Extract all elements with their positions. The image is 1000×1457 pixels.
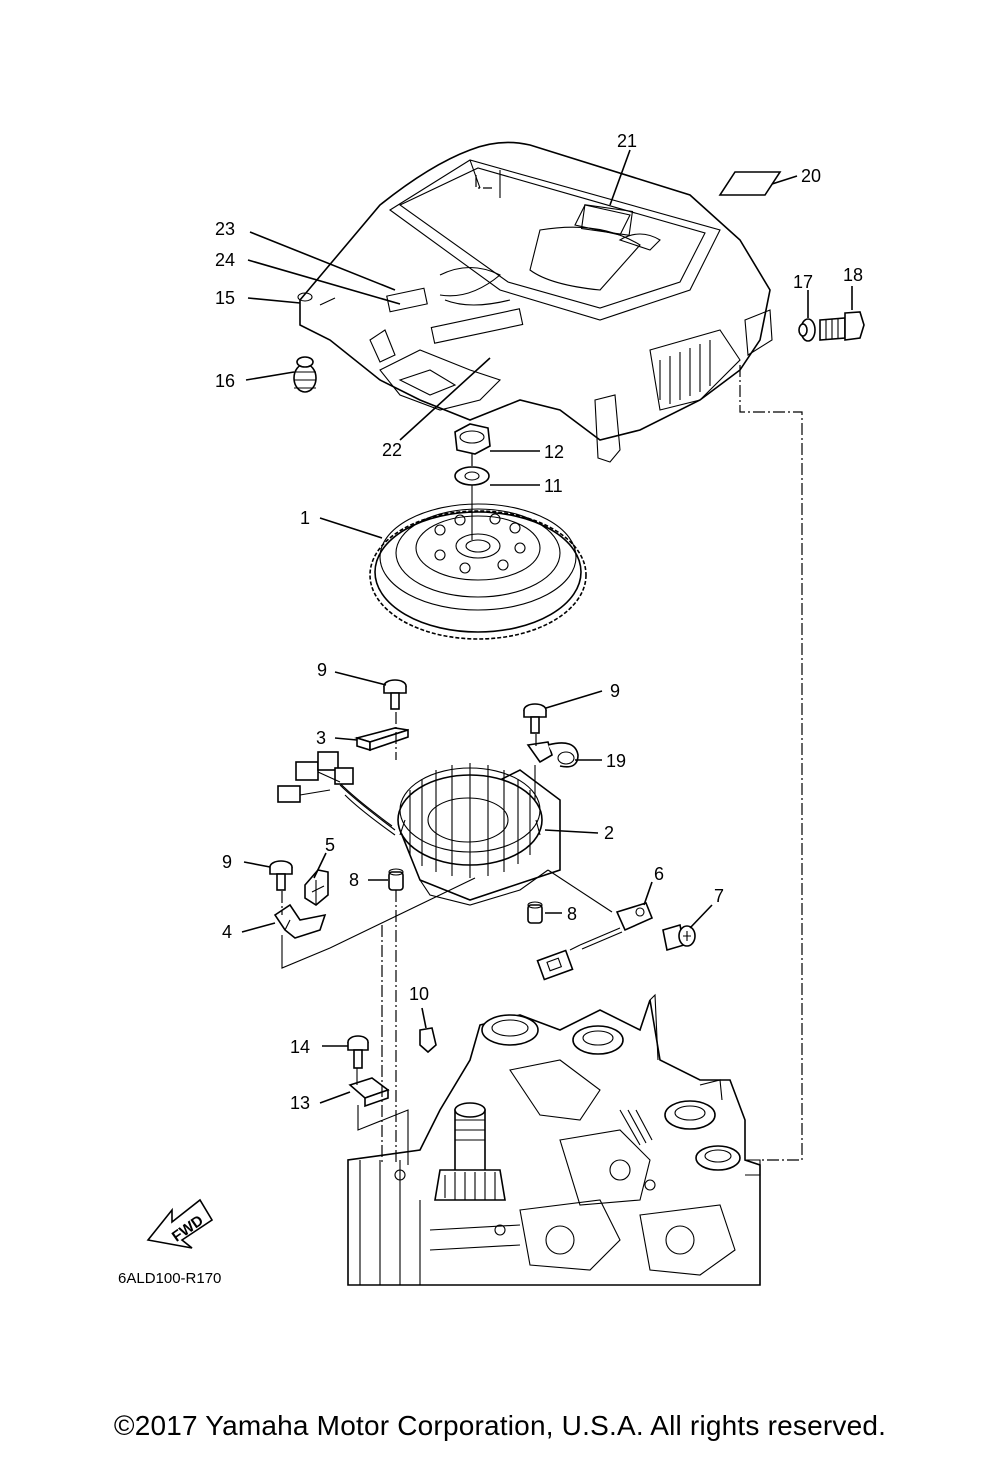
- dowel-8a: [388, 868, 404, 891]
- callout-3: 3: [316, 728, 326, 748]
- diagram-code: 6ALD100-R170: [118, 1270, 221, 1287]
- callout-9c: 9: [222, 852, 232, 872]
- callout-21: 21: [617, 131, 637, 151]
- callout-5: 5: [325, 835, 335, 855]
- callout-18: 18: [843, 265, 863, 285]
- callout-8a: 8: [349, 870, 359, 890]
- flywheel-1: [369, 503, 587, 640]
- callout-19: 19: [606, 751, 626, 771]
- callout-2: 2: [604, 823, 614, 843]
- dowel-8b: [527, 901, 543, 924]
- callout-7: 7: [714, 886, 724, 906]
- callout-8b: 8: [567, 904, 577, 924]
- callout-12: 12: [544, 442, 564, 462]
- screw-7: [662, 923, 696, 952]
- callout-9a: 9: [317, 660, 327, 680]
- stator-2: [397, 763, 561, 906]
- callout-24: 24: [215, 250, 235, 270]
- callout-17: 17: [793, 272, 813, 292]
- bracket-5: [304, 869, 329, 906]
- callout-14: 14: [290, 1037, 310, 1057]
- callout-15: 15: [215, 288, 235, 308]
- copyright-notice: ©2017 Yamaha Motor Corporation, U.S.A. A…: [113, 1410, 887, 1441]
- callout-labels: 1 2 3 4 5 6 7 8 8 9 9 9 10 11 12 13 14 1…: [215, 131, 863, 1113]
- leader-lines: [241, 149, 853, 1104]
- callout-11: 11: [544, 476, 563, 496]
- callout-16: 16: [215, 371, 235, 391]
- holder-19: [526, 741, 579, 768]
- callout-20: 20: [801, 166, 821, 186]
- callout-23: 23: [215, 219, 235, 239]
- callout-1: 1: [300, 508, 310, 528]
- clamp-3: [354, 727, 409, 752]
- washer-11: [454, 466, 490, 486]
- bolt-14: [347, 1035, 369, 1069]
- callout-10: 10: [409, 984, 429, 1004]
- callout-4: 4: [222, 922, 232, 942]
- grommet-16: [293, 356, 317, 393]
- woodruff-key-10: [419, 1027, 437, 1054]
- bolt-9c: [269, 860, 293, 891]
- callout-6: 6: [654, 864, 664, 884]
- collar-17: [798, 318, 816, 342]
- callout-13: 13: [290, 1093, 310, 1113]
- assembly-lines: [281, 365, 803, 1165]
- clamp-4: [273, 903, 327, 939]
- callout-9b: 9: [610, 681, 620, 701]
- pulser-coil-6: [536, 902, 654, 981]
- nut-12: [454, 423, 491, 455]
- bolt-9a: [383, 679, 407, 710]
- bolt-9b: [523, 703, 547, 734]
- flywheel-cover: [297, 141, 773, 463]
- fwd-arrow-icon: FWD: [146, 1198, 214, 1249]
- bolt-18: [819, 311, 865, 341]
- wire-harness: [277, 751, 396, 836]
- engine-block: [347, 993, 761, 1286]
- label-patch-20: [718, 171, 782, 196]
- callout-22: 22: [382, 440, 402, 460]
